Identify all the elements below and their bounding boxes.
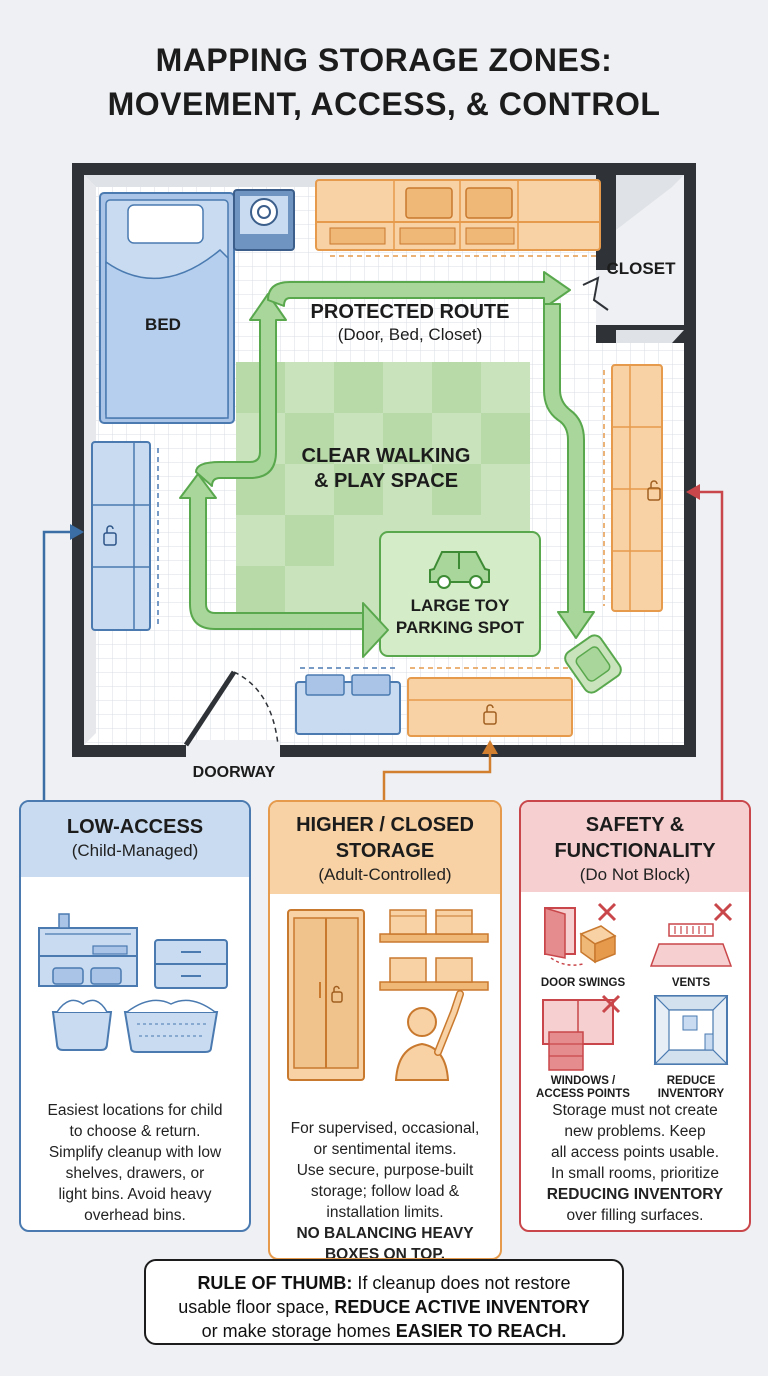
low-access-panel: LOW-ACCESS (Child-Managed) — [19, 800, 251, 1232]
right-wall-shelf — [603, 364, 663, 612]
car-icon — [429, 551, 490, 589]
windows-label-line-1: WINDOWS / — [551, 1075, 616, 1087]
bottom-storage-chest — [407, 667, 573, 737]
protected-route-title: PROTECTED ROUTE — [311, 301, 510, 323]
wall-shelves-icon — [379, 909, 489, 991]
rule-of-thumb-box: RULE OF THUMB: If cleanup does not resto… — [144, 1259, 624, 1345]
safety-subtitle: (Do Not Block) — [579, 865, 691, 884]
reduce-inventory-icon — [653, 995, 729, 1065]
safety-illustration: DOOR SWINGS VENTS WINDOWS / ACCESS POINT… — [536, 902, 733, 1100]
low-body-line: Easiest locations for child — [47, 1102, 223, 1119]
high-bold-line: BOXES ON TOP. — [324, 1246, 446, 1260]
rule-text-3: or make storage homes — [201, 1321, 396, 1341]
page-title: MAPPING STORAGE ZONES: MOVEMENT, ACCESS,… — [0, 38, 768, 126]
toy-parking-line-2: PARKING SPOT — [396, 618, 525, 637]
walking-space-line-1: CLEAR WALKING — [302, 445, 471, 467]
low-body-line: overhead bins. — [84, 1207, 186, 1224]
higher-storage-header: HIGHER / CLOSED STORAGE (Adult-Controlle… — [270, 802, 500, 894]
nightstand — [233, 189, 295, 251]
title-line-1: MAPPING STORAGE ZONES: — [155, 42, 613, 78]
drawer-icon — [154, 939, 228, 989]
protected-route-arrows — [179, 271, 595, 658]
bed: BED — [99, 192, 235, 424]
window-icon — [542, 994, 621, 1071]
reduce-inventory-label-line-2: INVENTORY — [658, 1088, 725, 1100]
toy-parking-spot: LARGE TOY PARKING SPOT — [379, 531, 541, 657]
vents-label: VENTS — [672, 977, 711, 989]
low-body-line: Simplify cleanup with low — [48, 1144, 222, 1161]
low-access-illustration — [38, 913, 228, 1053]
bin-icon — [123, 999, 219, 1053]
low-access-header: LOW-ACCESS (Child-Managed) — [21, 802, 249, 877]
safety-body-line: all access points usable. — [550, 1144, 719, 1161]
low-body-line: to choose & return. — [69, 1123, 201, 1140]
high-bold-line: NO BALANCING HEAVY — [296, 1225, 474, 1242]
rule-text-1: If cleanup does not restore — [352, 1273, 571, 1293]
bed-label: BED — [145, 315, 181, 334]
safety-title-line-2: FUNCTIONALITY — [554, 840, 716, 862]
rule-bold-3: EASIER TO REACH. — [395, 1321, 567, 1341]
safety-connector — [686, 484, 724, 800]
wardrobe-icon — [287, 909, 365, 1081]
windows-label-line-2: ACCESS POINTS — [536, 1088, 630, 1100]
low-access-subtitle: (Child-Managed) — [71, 841, 199, 860]
top-storage-shelf — [315, 179, 601, 257]
safety-body-line: Storage must not create — [552, 1102, 718, 1119]
high-body-line: storage; follow load & — [310, 1183, 460, 1200]
walking-space-line-2: & PLAY SPACE — [314, 470, 458, 492]
safety-body-line: new problems. Keep — [564, 1123, 706, 1140]
low-shelf-icon — [38, 913, 138, 987]
high-body-line: or sentimental items. — [313, 1141, 457, 1158]
doorway-label: DOORWAY — [193, 764, 276, 781]
title-line-2: MOVEMENT, ACCESS, & CONTROL — [107, 86, 661, 122]
door-swing-icon — [544, 902, 617, 966]
safety-panel: SAFETY & FUNCTIONALITY (Do Not Block) DO… — [519, 800, 751, 1232]
high-body-line: For supervised, occasional, — [290, 1120, 480, 1137]
higher-storage-title-line-2: STORAGE — [335, 840, 435, 862]
low-access-connector — [42, 524, 84, 800]
higher-storage-connector — [382, 740, 498, 800]
left-wall-shelf — [91, 441, 159, 631]
toy-parking-line-1: LARGE TOY — [411, 596, 511, 615]
higher-storage-subtitle: (Adult-Controlled) — [318, 865, 452, 884]
door-swings-label: DOOR SWINGS — [541, 977, 626, 989]
safety-bold-line: REDUCING INVENTORY — [546, 1186, 724, 1203]
safety-header: SAFETY & FUNCTIONALITY (Do Not Block) — [521, 802, 749, 892]
low-access-text: Easiest locations for child to choose & … — [31, 1100, 239, 1226]
higher-storage-illustration — [287, 909, 489, 1081]
reduce-inventory-label-line-1: REDUCE — [667, 1075, 716, 1087]
safety-body-line: over filling surfaces. — [566, 1207, 704, 1224]
safety-text: Storage must not create new problems. Ke… — [531, 1100, 739, 1226]
higher-storage-text: For supervised, occasional, or sentiment… — [280, 1118, 490, 1260]
door — [183, 670, 279, 747]
low-access-title: LOW-ACCESS — [66, 816, 204, 838]
chair — [564, 634, 622, 694]
protected-route-subtitle: (Door, Bed, Closet) — [338, 325, 483, 344]
basket-icon — [51, 999, 113, 1051]
rule-text-2: usable floor space, — [178, 1297, 335, 1317]
safety-body-line: In small rooms, prioritize — [551, 1165, 719, 1182]
low-bins — [295, 667, 401, 735]
closet-label: CLOSET — [607, 259, 677, 278]
higher-storage-panel: HIGHER / CLOSED STORAGE (Adult-Controlle… — [268, 800, 502, 1260]
low-body-line: shelves, drawers, or — [65, 1165, 205, 1182]
vent-icon — [649, 902, 733, 967]
higher-storage-title-line-1: HIGHER / CLOSED — [296, 814, 474, 836]
rule-bold-2: REDUCE ACTIVE INVENTORY — [334, 1297, 590, 1317]
high-body-line: Use secure, purpose-built — [296, 1162, 474, 1179]
safety-title-line-1: SAFETY & — [585, 814, 685, 836]
high-body-line: installation limits. — [326, 1204, 444, 1221]
adult-reaching-icon — [394, 990, 464, 1081]
rule-lead: RULE OF THUMB: — [197, 1273, 353, 1293]
low-body-line: light bins. Avoid heavy — [58, 1186, 212, 1203]
